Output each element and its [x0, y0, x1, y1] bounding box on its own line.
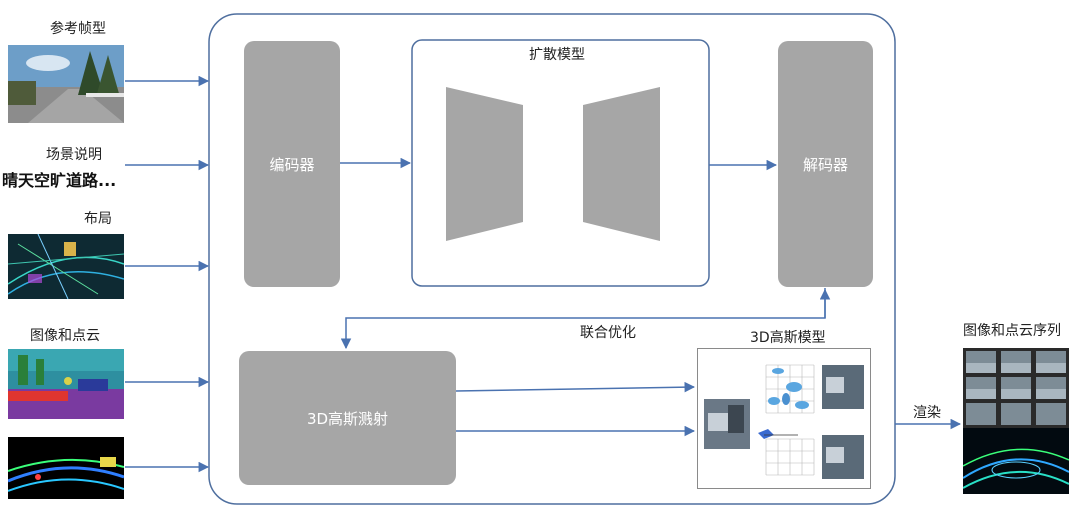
- reference-frame-image: [8, 45, 124, 123]
- splatting-block: 3D高斯溅射: [239, 351, 456, 485]
- segmentation-image: [8, 349, 124, 419]
- label-scene-description: 场景说明: [46, 147, 102, 163]
- label-gaussian-model: 3D高斯模型: [750, 330, 826, 346]
- label-render: 渲染: [913, 405, 941, 421]
- label-reference-frame: 参考帧型: [50, 21, 106, 37]
- encoder-block: 编码器: [244, 41, 340, 287]
- gaussian-model-figure: [697, 348, 871, 489]
- diffusion-frame: [411, 39, 710, 287]
- diffusion-trapezoid-left: [446, 87, 523, 241]
- label-image-pointcloud: 图像和点云: [30, 328, 100, 344]
- diffusion-title: 扩散模型: [529, 47, 585, 63]
- layout-image: [8, 234, 124, 299]
- label-joint-optimization: 联合优化: [580, 325, 636, 341]
- output-sequence-image: [963, 348, 1069, 494]
- arrow-splat-to-gauss-1: [455, 381, 696, 393]
- scene-text: 晴天空旷道路...: [2, 171, 117, 190]
- label-layout: 布局: [84, 211, 112, 227]
- decoder-block: 解码器: [778, 41, 873, 287]
- pointcloud-image: [8, 437, 124, 499]
- diffusion-trapezoid-right: [583, 87, 660, 241]
- label-output: 图像和点云序列: [963, 323, 1061, 339]
- main-frame: [208, 13, 896, 505]
